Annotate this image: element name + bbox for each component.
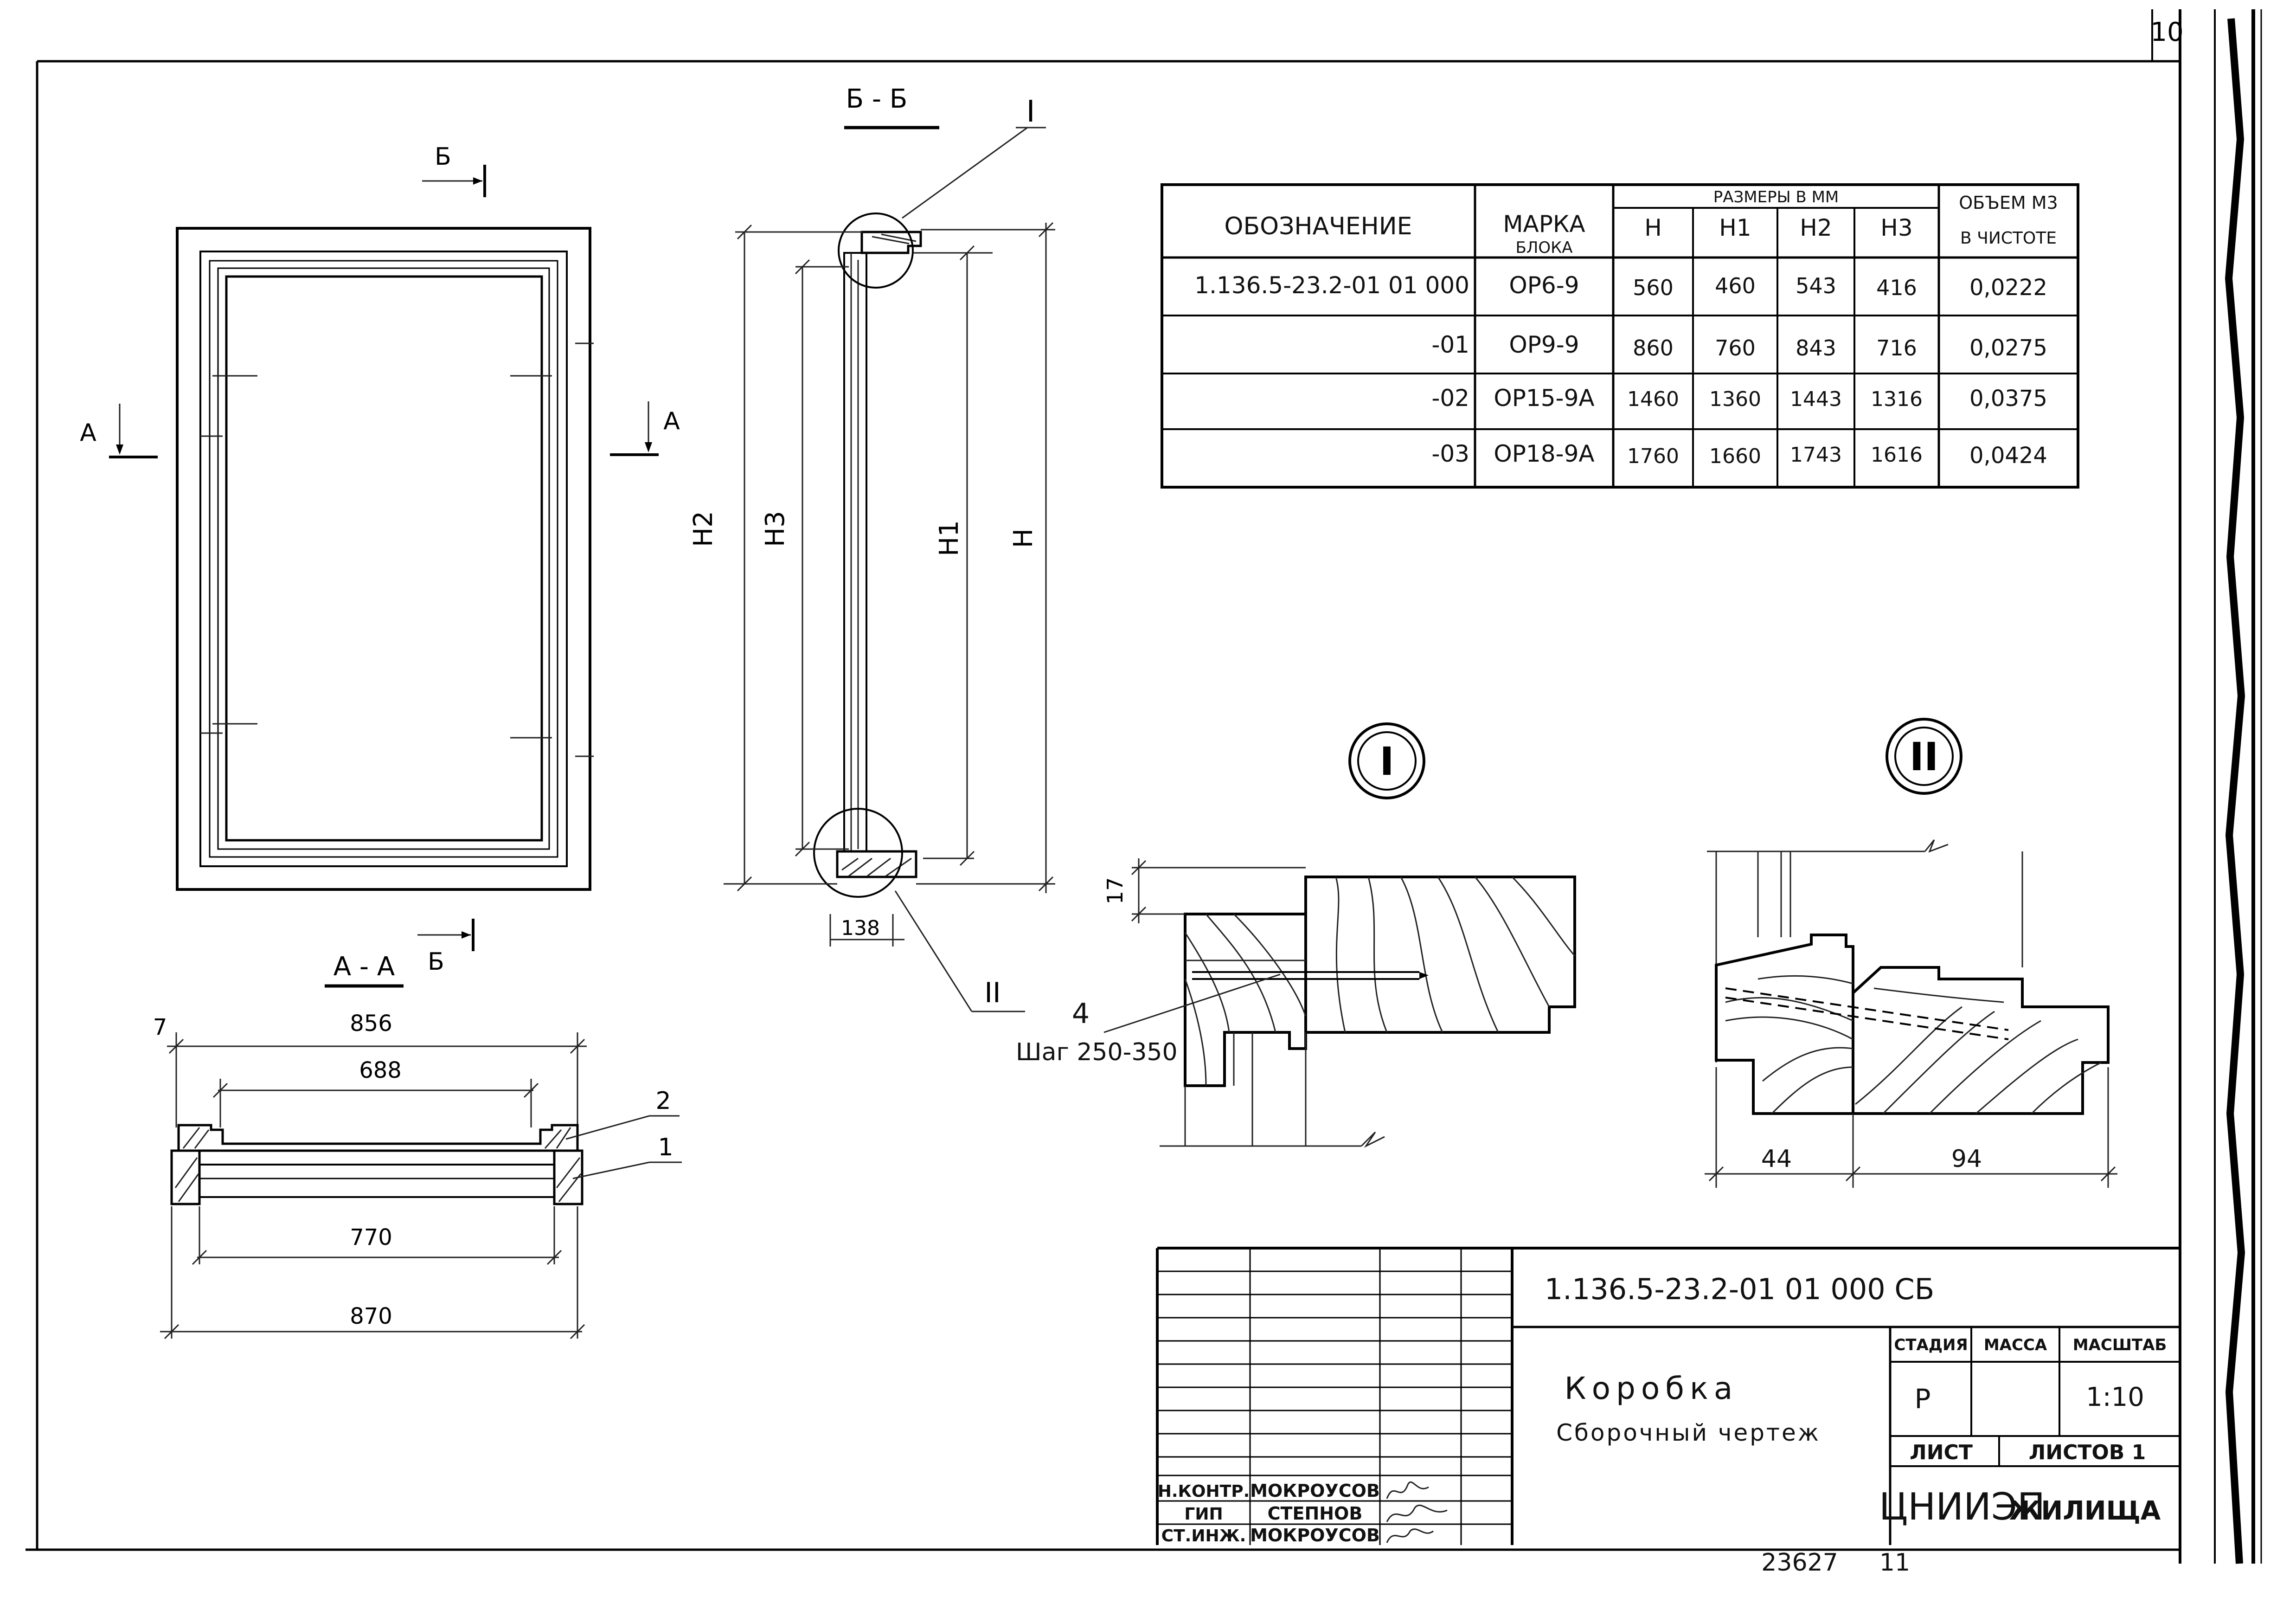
signature-2	[1386, 1504, 1448, 1522]
dim-138: 138	[841, 916, 880, 940]
title-block: 1.136.5-23.2-01 01 000 СБ Коробка Сбороч…	[1156, 1247, 2180, 1546]
dim-770: 770	[350, 1224, 392, 1250]
row-2-volume: 0,0275	[1969, 335, 2047, 361]
row-4-designation: -03	[1431, 440, 1469, 467]
row-4-h3: 1616	[1871, 443, 1923, 467]
title-sub: Сборочный чертеж	[1556, 1419, 1821, 1446]
sheet-number: 10	[2150, 17, 2183, 47]
row-2-h2: 843	[1796, 335, 1836, 361]
section-a-a: А - А 856 7 688 770	[153, 952, 682, 1340]
header-mark-2: БЛОКА	[1515, 238, 1572, 257]
header-h: H	[1644, 214, 1662, 241]
position-2: 2	[655, 1087, 671, 1115]
row-1-designation: 1.136.5-23.2-01 01 000	[1194, 272, 1469, 299]
position-1: 1	[658, 1134, 673, 1161]
org-name-2: ЖИЛИЩА	[2009, 1496, 2161, 1526]
dim-44: 44	[1761, 1145, 1792, 1173]
row-1-h1: 460	[1715, 273, 1756, 298]
row-2-h3: 716	[1876, 335, 1917, 361]
dim-870: 870	[350, 1303, 392, 1329]
sheet-frame: 10	[26, 9, 2262, 1564]
archive-suffix: 11	[1879, 1549, 1910, 1577]
detail-1: I 17 4 Шаг 250-350	[1016, 722, 1576, 1148]
row-2-mark: ОР9-9	[1509, 331, 1579, 358]
scale-value: 1:10	[2086, 1382, 2144, 1412]
header-h1: H1	[1719, 214, 1751, 241]
row-4-h2: 1743	[1790, 443, 1842, 467]
row-3-h: 1460	[1627, 387, 1679, 411]
dim-688: 688	[359, 1057, 402, 1083]
detail-2-marker: II	[1910, 734, 1939, 779]
row-4-h: 1760	[1627, 444, 1679, 468]
signer-2-role: ГИП	[1184, 1505, 1223, 1524]
row-1-volume: 0,0222	[1969, 275, 2047, 301]
nail-step-note: Шаг 250-350	[1016, 1038, 1178, 1066]
stage-label: СТАДИЯ	[1894, 1336, 1968, 1354]
signer-3-name: МОКРОУСОВ	[1250, 1525, 1380, 1546]
row-1-mark: ОР6-9	[1509, 272, 1579, 299]
row-2-designation: -01	[1431, 331, 1469, 358]
dim-label-h2: H2	[688, 511, 718, 547]
row-1-h3: 416	[1876, 275, 1917, 300]
dim-856: 856	[350, 1011, 392, 1037]
header-h2: H2	[1800, 214, 1832, 241]
position-4: 4	[1072, 998, 1090, 1030]
header-volume-2: В ЧИСТОТЕ	[1960, 229, 2057, 248]
signer-1-name: МОКРОУСОВ	[1250, 1481, 1380, 1501]
row-2-h1: 760	[1715, 335, 1756, 361]
cut-label-b-top: Б	[435, 143, 451, 171]
row-4-h1: 1660	[1709, 444, 1761, 468]
mass-label: МАССА	[1984, 1336, 2047, 1354]
sheets-label: ЛИСТОВ 1	[2029, 1441, 2146, 1464]
row-3-designation: -02	[1431, 385, 1469, 412]
row-4-mark: ОР18-9А	[1494, 440, 1594, 467]
header-h3: H3	[1880, 214, 1912, 241]
signer-2-name: СТЕПНОВ	[1268, 1503, 1363, 1524]
cut-label-a-right: А	[663, 407, 680, 435]
row-3-h1: 1360	[1709, 387, 1761, 411]
cut-label-b-bottom: Б	[428, 948, 444, 976]
signer-1-role: Н.КОНТР.	[1158, 1482, 1250, 1501]
section-callout-2: II	[984, 977, 1000, 1009]
title-main: Коробка	[1565, 1371, 1738, 1406]
doc-code: 1.136.5-23.2-01 01 000 СБ	[1545, 1272, 1935, 1306]
sheet-label: ЛИСТ	[1910, 1441, 1973, 1464]
detail-1-marker: I	[1379, 739, 1394, 784]
header-designation: ОБОЗНАЧЕНИЕ	[1225, 213, 1412, 240]
dim-94: 94	[1951, 1145, 1982, 1173]
row-3-mark: ОР15-9А	[1494, 385, 1594, 412]
row-1-h: 560	[1633, 275, 1674, 300]
row-4-volume: 0,0424	[1969, 443, 2047, 469]
cut-label-a-left: А	[80, 419, 96, 447]
section-callout-1: I	[1026, 95, 1035, 129]
org-name-1: ЦНИИЭП	[1879, 1485, 2045, 1528]
row-2-h: 860	[1633, 335, 1674, 361]
dim-label-h3: H3	[760, 511, 790, 547]
row-3-h2: 1443	[1790, 387, 1842, 411]
section-b-b-title: Б - Б	[846, 84, 908, 114]
section-b-b: Б - Б I II H2 H3	[688, 84, 1055, 1012]
header-volume-1: ОБЪЕМ М3	[1959, 193, 2058, 213]
signature-3	[1386, 1528, 1434, 1543]
row-3-volume: 0,0375	[1969, 386, 2047, 412]
section-a-a-title: А - А	[333, 952, 395, 982]
scale-label: МАСШТАБ	[2073, 1336, 2167, 1354]
row-1-h2: 543	[1796, 273, 1836, 298]
dim-7: 7	[153, 1014, 167, 1040]
stage-value: Р	[1915, 1383, 1931, 1415]
dim-label-h: H	[1008, 528, 1039, 548]
row-3-h3: 1316	[1871, 387, 1923, 411]
dim-label-h1: H1	[934, 520, 964, 556]
header-mark-1: МАРКА	[1503, 211, 1585, 238]
header-sizes: РАЗМЕРЫ В ММ	[1713, 188, 1839, 206]
archive-number: 23627	[1761, 1549, 1838, 1577]
front-view: Б Б А А	[80, 143, 680, 976]
dim-17: 17	[1103, 877, 1128, 905]
spec-table: ОБОЗНАЧЕНИЕ МАРКА БЛОКА РАЗМЕРЫ В ММ H H…	[1161, 183, 2079, 489]
signature-1	[1386, 1481, 1429, 1499]
signer-3-role: СТ.ИНЖ.	[1161, 1526, 1246, 1546]
detail-2: II 44 94	[1705, 718, 2117, 1188]
